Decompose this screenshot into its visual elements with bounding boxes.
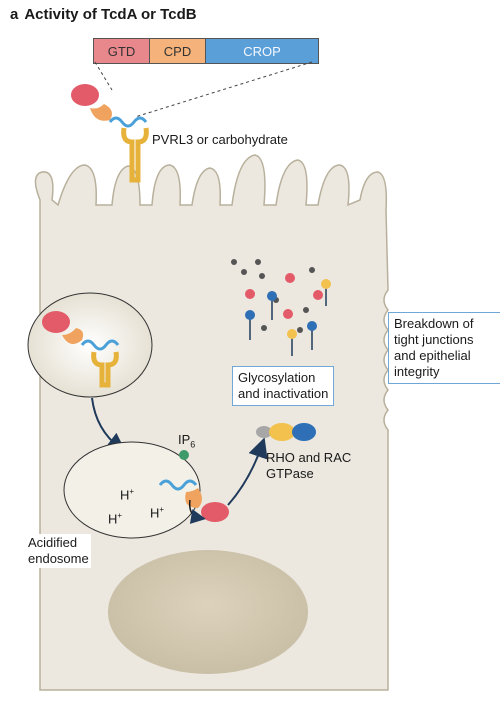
cleavage-arrow — [188, 499, 206, 524]
toxin-cpd-surface — [90, 104, 112, 121]
toxin-gtd-vesicle — [42, 311, 70, 333]
rho-rac-line1: RHO and RAC — [266, 450, 352, 465]
proton-3-h: H — [150, 505, 160, 521]
breakdown-label: Breakdown of tight junctions and epithel… — [388, 312, 500, 384]
endocytic-vesicle — [27, 292, 153, 398]
ip6-main: IP — [178, 432, 191, 447]
toxin-crop-endosome — [158, 479, 198, 491]
modified-gtpases — [231, 259, 331, 356]
glycosylation-line1: Glycosylation — [238, 370, 316, 385]
ip6-molecule — [179, 450, 189, 460]
proton-1-h: H — [120, 487, 130, 503]
panel-title: a Activity of TcdA or TcdB — [10, 6, 197, 23]
rho-rac-line2: GTPase — [266, 466, 314, 481]
ip6-label: IP6 — [178, 432, 195, 453]
breakdown-line4: integrity — [394, 364, 440, 379]
breakdown-line3: and epithelial — [394, 348, 471, 363]
acidified-endosome — [63, 441, 201, 539]
toxin-crop-vesicle — [80, 339, 120, 351]
nucleus — [108, 550, 308, 674]
domain-guide-right — [134, 61, 313, 118]
rho-rac-label: RHO and RAC GTPase — [266, 450, 351, 482]
proton-2-h: H — [108, 511, 118, 527]
proton-2-charge: + — [117, 511, 123, 520]
receptor-label: PVRL3 or carbohydrate — [152, 132, 288, 148]
endosome-line2: endosome — [28, 551, 89, 566]
receptor-label-text: PVRL3 or carbohydrate — [152, 132, 288, 147]
cpd-domain: CPD — [149, 39, 206, 63]
panel-heading: Activity of TcdA or TcdB — [24, 6, 197, 23]
toxin-domain-bar: GTD CPD CROP — [93, 38, 319, 64]
rho-rac-gtpase — [256, 423, 316, 441]
receptor-vesicle — [91, 351, 119, 388]
proton-1: H+ — [120, 484, 134, 503]
breakdown-line1: Breakdown of — [394, 316, 474, 331]
toxin-gtd-released — [201, 502, 229, 522]
endosome-label: Acidified endosome — [26, 534, 91, 568]
glycosylation-line2: and inactivation — [238, 386, 329, 401]
panel-letter: a — [10, 6, 19, 23]
gtd-to-rho-arrow — [227, 437, 268, 506]
ip6-subscript: 6 — [190, 439, 196, 450]
toxin-crop-surface — [108, 116, 148, 128]
proton-2: H+ — [108, 508, 122, 527]
glycosylation-label: Glycosylation and inactivation — [232, 366, 335, 406]
proton-3-charge: + — [159, 505, 165, 514]
surface-receptor — [121, 127, 149, 183]
toxin-gtd-surface — [71, 84, 99, 106]
proton-1-charge: + — [129, 487, 135, 496]
endosome-line1: Acidified — [28, 535, 78, 550]
crop-domain: CROP — [206, 39, 318, 63]
toxin-cpd-vesicle — [62, 328, 84, 344]
domain-guide-left — [94, 61, 113, 91]
gtd-domain: GTD — [94, 39, 149, 63]
proton-3: H+ — [150, 502, 164, 521]
epithelial-cell — [34, 154, 389, 691]
breakdown-line2: tight junctions — [394, 332, 474, 347]
